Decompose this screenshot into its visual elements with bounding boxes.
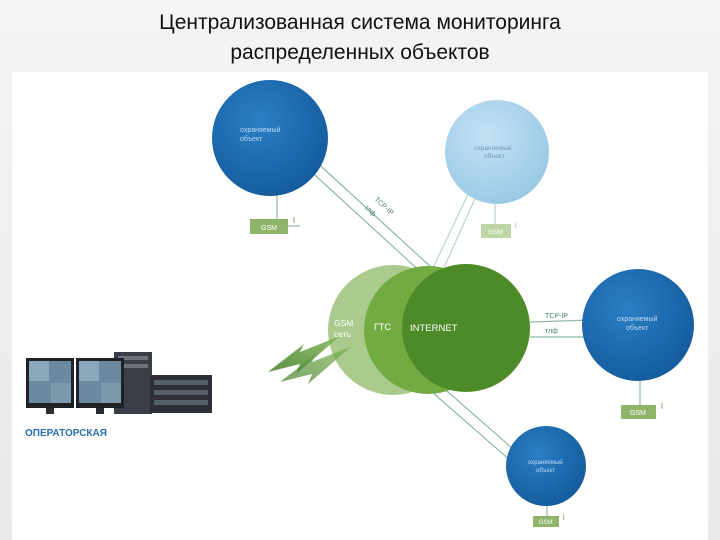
- line-object1-tcpip: [311, 157, 433, 269]
- object-label-line1: охраняемый: [240, 126, 280, 134]
- gsm-box-rect: [250, 219, 288, 234]
- gsm-network-label-line2: сеть: [334, 329, 352, 339]
- line-object3-tcpip: [529, 319, 593, 323]
- gsm-box-rect: [621, 405, 656, 419]
- title-line-2: распределенных объектов: [230, 41, 490, 64]
- object-label-line2: объект: [484, 152, 505, 160]
- gsm-box-label: GSM: [539, 520, 553, 526]
- internet-network-circle: [402, 264, 530, 392]
- arrow-icon: [280, 346, 352, 384]
- gsm-box-3: GSM ⌇: [621, 402, 664, 419]
- gsm-network-label-line1: GSM: [334, 318, 353, 328]
- gsm-box-label: GSM: [488, 229, 503, 236]
- antenna-icon: ⌇: [562, 514, 565, 522]
- object-circle: [506, 426, 586, 506]
- slide-title: Централизованная система мониторинга рас…: [60, 8, 660, 68]
- object-label-line1: охраняемый: [528, 459, 563, 466]
- line-object4-a: [439, 384, 521, 456]
- line-object4-b: [431, 391, 513, 463]
- protected-object-1: охраняемый объект: [212, 80, 328, 196]
- gsm-box-label: GSM: [261, 225, 277, 232]
- network-cluster: GSM сеть ГТС INTERNET: [328, 264, 530, 395]
- gsm-box-label: GSM: [630, 410, 646, 417]
- title-line-1: Централизованная система мониторинга: [159, 11, 561, 34]
- internet-network-label: INTERNET: [410, 323, 458, 334]
- antenna-icon: ⌇: [514, 222, 517, 230]
- protected-object-3: охраняемый объект: [582, 269, 694, 381]
- antenna-icon: ⌇: [292, 216, 296, 225]
- object-label-line2: объект: [536, 468, 555, 474]
- protected-object-4: охраняемый объект: [506, 426, 586, 506]
- gsm-box-1: GSM ⌇: [250, 216, 296, 234]
- line-object2-a: [431, 189, 471, 271]
- gsm-box-rect: [533, 516, 559, 527]
- arrow-icon: [268, 336, 340, 374]
- object-label-line2: объект: [240, 135, 263, 143]
- object-label-line1: охраняемый: [617, 315, 657, 323]
- arrows-to-operator: [268, 336, 352, 384]
- gsm-box-4: GSM ⌇: [533, 514, 565, 527]
- protected-object-2: охраняемый объект: [445, 100, 549, 204]
- object-label-line2: объект: [626, 324, 649, 332]
- line-object2-b: [441, 191, 479, 273]
- gsm-box-rect: [481, 224, 511, 238]
- gsm-box-2: GSM ⌇: [481, 222, 517, 238]
- object-circle: [582, 269, 694, 381]
- antenna-icon: ⌇: [660, 402, 664, 411]
- line-label-tlf-right: тлф: [545, 328, 558, 335]
- operator-room-label: ОПЕРАТОРСКАЯ: [25, 428, 107, 439]
- line-object1-tlf: [304, 165, 425, 276]
- object-circle: [212, 80, 328, 196]
- line-label-tcpip-right: TCP-IP: [545, 313, 568, 320]
- gtc-network-label: ГТС: [374, 322, 391, 332]
- operator-equipment: [26, 352, 212, 414]
- object-circle: [445, 100, 549, 204]
- object-label-line1: охраняемый: [474, 144, 512, 152]
